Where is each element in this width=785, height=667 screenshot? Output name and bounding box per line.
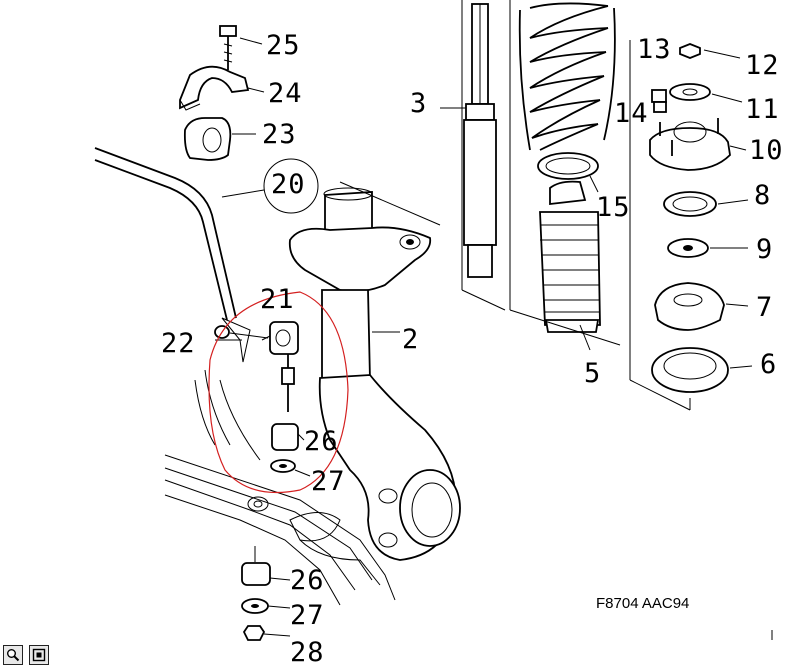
stabilizer-link-21 bbox=[214, 321, 311, 477]
highlight-circle bbox=[208, 291, 349, 494]
dust-boot-5 bbox=[509, 0, 621, 351]
clamp-bracket-24 bbox=[179, 65, 265, 111]
callout-21: 21 bbox=[260, 284, 295, 315]
zoom-button[interactable] bbox=[3, 645, 23, 665]
callout-6: 6 bbox=[760, 349, 777, 380]
callout-14: 14 bbox=[614, 98, 649, 129]
callout-8: 8 bbox=[754, 180, 771, 211]
callout-24: 24 bbox=[268, 78, 303, 109]
callout-12: 12 bbox=[745, 50, 780, 81]
magnifier-icon bbox=[7, 649, 20, 662]
callout-3: 3 bbox=[410, 88, 427, 119]
callout-22: 22 bbox=[161, 328, 196, 359]
spring-seat-15 bbox=[537, 152, 599, 193]
lower-bushing-stack bbox=[241, 546, 291, 641]
strut-housing bbox=[288, 181, 461, 561]
callout-26-upper: 26 bbox=[304, 426, 339, 457]
callout-20-label: 20 bbox=[271, 169, 306, 200]
callout-5: 5 bbox=[584, 358, 601, 389]
callout-10: 10 bbox=[749, 135, 784, 166]
callout-27-lower: 27 bbox=[290, 600, 325, 631]
figure-code: F8704 AAC94 bbox=[596, 595, 689, 612]
subframe-crossmember bbox=[164, 369, 396, 606]
upper-mount-parts bbox=[629, 40, 773, 640]
callout-28: 28 bbox=[290, 637, 325, 667]
frame-icon bbox=[32, 648, 46, 662]
callout-7: 7 bbox=[756, 292, 773, 323]
callout-9: 9 bbox=[756, 234, 773, 265]
callout-13: 13 bbox=[637, 34, 672, 65]
callout-25: 25 bbox=[266, 30, 301, 61]
fit-button[interactable] bbox=[29, 645, 49, 665]
callout-2: 2 bbox=[402, 324, 419, 355]
callout-11: 11 bbox=[745, 94, 780, 125]
callout-27-upper: 27 bbox=[311, 466, 346, 497]
bushing-23 bbox=[183, 117, 256, 161]
callout-15: 15 bbox=[596, 192, 631, 223]
stabilizer-bar bbox=[94, 147, 251, 363]
coil-spring bbox=[518, 2, 616, 151]
callout-26-lower: 26 bbox=[290, 565, 325, 596]
callout-20: 20 bbox=[221, 158, 319, 214]
shock-absorber bbox=[440, 0, 506, 311]
bolt-25 bbox=[219, 25, 263, 70]
callout-23: 23 bbox=[262, 119, 297, 150]
viewer-toolbar bbox=[3, 645, 49, 665]
